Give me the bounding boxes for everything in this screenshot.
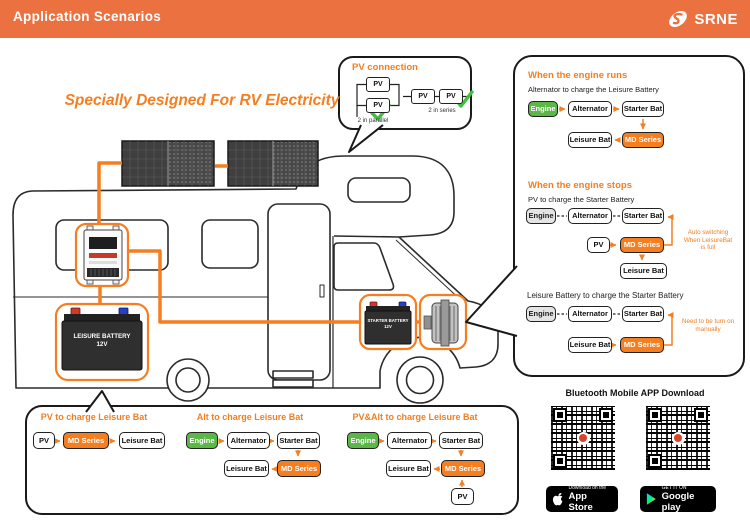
qr-finder [648,408,662,422]
note-line: When LeisureBat [683,236,733,244]
brand-name: SRNE [694,10,738,28]
play-icon [646,493,656,505]
node-md-series: MD Series [620,337,664,353]
s1-subtitle: Alternator to charge the Leisure Battery [528,85,659,94]
starter-battery-name: STARTER BATTERY [367,318,409,323]
wiring [97,161,420,324]
appstore-name: App Store [568,491,593,513]
rv-door [267,203,331,381]
node-starter-bat: Starter Bat [277,432,320,449]
qr-center-logo [671,431,685,445]
note-line: manually [695,325,721,333]
qr-center-logo [576,431,590,445]
s1-title: When the engine runs [528,70,628,81]
rv-window [55,219,169,271]
node-md-series: MD Series [441,460,485,477]
node-md-series: MD Series [63,432,109,449]
qr-finder [694,408,708,422]
gplay-name: Google play [661,491,695,513]
node-leisure-bat: Leisure Bat [568,337,612,353]
solar-panel-icon [121,140,319,187]
rv-step [272,370,314,379]
node-alternator: Alternator [568,208,612,224]
node-md-series: MD Series [622,132,664,148]
manual-switch-note: Need to be turn on manually [672,318,744,333]
node-starter-bat: Starter Bat [622,208,664,224]
b3-title: PV&Alt to charge Leisure Bat [352,412,478,422]
note-line: is full [700,244,716,252]
qr-finder [553,454,567,468]
s2-title: When the engine stops [528,180,632,191]
appstore-badge[interactable]: Download on the App Store [546,485,618,513]
node-leisure-bat: Leisure Bat [386,460,431,477]
note-line: Need to be turn on [681,318,735,325]
qr-code-appstore [548,403,618,473]
node-pv: PV [451,488,474,505]
node-leisure-bat: Leisure Bat [568,132,612,148]
app-download-title: Bluetooth Mobile APP Download [565,388,705,398]
qr-finder [553,408,567,422]
node-engine: Engine [526,208,556,224]
node-md-series: MD Series [620,237,664,253]
mppt-controller-icon [74,222,130,288]
node-pv: PV [587,237,610,253]
node-starter-bat: Starter Bat [439,432,483,449]
node-alternator: Alternator [568,101,612,117]
node-pv: PV [33,432,55,449]
gplay-badge[interactable]: GET IT ON Google play [640,485,716,513]
node-leisure-bat: Leisure Bat [224,460,269,477]
header-bar: Application Scenarios SRNE [0,0,750,38]
s2-subtitle: PV to charge the Starter Battery [528,195,635,204]
b2-title: Alt to charge Leisure Bat [196,412,304,422]
gplay-tagline: GET IT ON [661,485,687,492]
alternator-icon [418,293,468,351]
appstore-tagline: Download on the [568,485,607,492]
starter-battery-label: STARTER BATTERY 12V [364,318,412,330]
node-md-series: MD Series [277,460,321,477]
node-engine: Engine [526,306,556,322]
node-alternator: Alternator [227,432,270,449]
qr-finder [599,408,613,422]
leisure-battery-label: LEISURE BATTERY 12V [64,333,140,350]
rv-window [201,219,259,269]
pv-connection-title: PV connection [352,62,418,73]
node-engine: Engine [186,432,218,449]
b1-title: PV to charge Leisure Bat [40,412,148,422]
node-pv: PV [411,89,435,104]
s3-title: Leisure Battery to charge the Starter Ba… [527,291,684,300]
rv-rear-wheel [166,358,210,402]
leisure-battery-voltage: 12V [96,341,108,349]
node-engine: Engine [347,432,379,449]
node-pv: PV [366,98,390,113]
rv-outline-icon [12,155,499,404]
node-starter-bat: Starter Bat [622,306,664,322]
apple-icon [552,492,563,506]
note-line: Auto switching [687,229,729,236]
charge-scenarios-bubble [25,390,519,515]
leisure-battery-name: LEISURE BATTERY [73,333,131,340]
qr-finder [648,454,662,468]
rv-step [272,379,314,388]
parallel-label: 2 in parallel [357,118,389,124]
node-starter-bat: Starter Bat [622,101,664,117]
headline: Specially Designed For RV Electricity [64,92,340,109]
node-alternator: Alternator [568,306,612,322]
rv-overcab-window [347,177,411,203]
node-pv: PV [439,89,463,104]
node-engine: Engine [528,101,558,117]
node-pv: PV [366,77,390,92]
brand-logo: SRNE [666,7,738,31]
srne-logo-icon [669,10,688,28]
node-leisure-bat: Leisure Bat [620,263,667,279]
node-alternator: Alternator [387,432,432,449]
qr-code-gplay [643,403,713,473]
series-label: 2 in series [428,108,456,114]
rv-cab-window [333,242,395,291]
auto-switching-note: Auto switching When LeisureBat is full [672,229,744,252]
starter-battery-voltage: 12V [384,323,392,329]
rv-front-wheel [396,356,444,404]
node-leisure-bat: Leisure Bat [119,432,165,449]
page-title: Application Scenarios [13,9,162,24]
